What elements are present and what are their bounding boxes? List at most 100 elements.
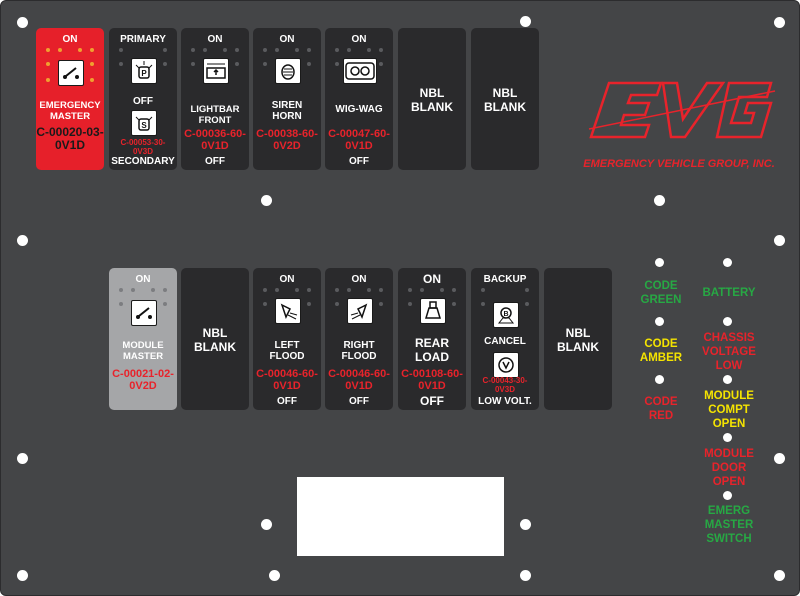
switch-label: LIGHTBAR FRONT <box>190 104 240 126</box>
blank-switch: NBL BLANK <box>398 28 466 170</box>
switch-top-label: ON <box>135 274 151 285</box>
mounting-hole <box>269 570 280 581</box>
led-hole <box>723 258 732 267</box>
lightbar-icon <box>203 58 229 84</box>
switch-label: REAR LOAD <box>414 336 449 364</box>
switch-bottom-label: SECONDARY <box>111 156 175 167</box>
rear-load-switch[interactable]: ON REAR LOAD C-00108-60- 0V1D OFF <box>398 268 466 410</box>
led-hole <box>723 317 732 326</box>
led-dots <box>261 46 313 72</box>
led-hole <box>655 317 664 326</box>
part-code: C-00020-03- 0V1D <box>36 125 104 152</box>
part-code: C-00038-60- 0V2D <box>256 128 318 152</box>
mounting-hole <box>17 235 28 246</box>
right-flood-switch[interactable]: ON RIGHT FLOOD C-00046-60- 0V1D OFF <box>325 268 393 410</box>
mounting-hole <box>261 195 272 206</box>
load-light-icon <box>420 298 446 324</box>
switch-mid-label: CANCEL <box>484 336 526 347</box>
blank-label: NBL BLANK <box>557 326 599 354</box>
switch-top-label: ON <box>351 34 367 45</box>
switch-label: LEFT FLOOD <box>269 340 305 362</box>
indicator-battery: BATTERY <box>702 287 756 299</box>
mounting-hole <box>261 519 272 530</box>
blank-label: NBL BLANK <box>484 86 526 114</box>
switch-label: SIREN HORN <box>271 100 303 122</box>
mounting-hole <box>520 519 531 530</box>
logo-tagline: EMERGENCY VEHICLE GROUP, INC. <box>583 158 775 170</box>
indicator-module-compt-open: MODULE COMPT OPEN <box>704 390 754 430</box>
part-code: C-00036-60- 0V1D <box>184 128 246 152</box>
indicator-code-amber: CODE AMBER <box>639 338 683 364</box>
svg-text:P: P <box>141 69 147 78</box>
siren-icon <box>275 58 301 84</box>
backup-alarm-switch[interactable]: BACKUP B CANCEL C-00043-30- 0V3D LOW VOL… <box>471 268 539 410</box>
switch-top-label: BACKUP <box>483 274 527 285</box>
led-dots <box>189 46 241 72</box>
switch-label: RIGHT FLOOD <box>341 340 377 362</box>
part-code: C-00053-30- 0V3D <box>120 138 166 156</box>
switch-bottom-label: OFF <box>349 156 369 167</box>
mounting-hole <box>17 570 28 581</box>
power-switch-icon <box>58 60 84 86</box>
module-master-switch[interactable]: ON MODULE MASTER C-00021-02- 0V2D <box>109 268 177 410</box>
blank-label: NBL BLANK <box>194 326 236 354</box>
siren-horn-switch[interactable]: ON SIREN HORN C-00038-60- 0V2D <box>253 28 321 170</box>
switch-bottom-label: OFF <box>205 156 225 167</box>
part-code: C-00046-60- 0V1D <box>328 368 390 392</box>
part-code: C-00021-02- 0V2D <box>112 368 174 392</box>
mounting-hole <box>17 17 28 28</box>
power-switch-icon <box>131 300 157 326</box>
wig-wag-icon <box>343 58 377 84</box>
part-code: C-00047-60- 0V1D <box>328 128 390 152</box>
led-dots <box>406 286 458 312</box>
indicator-code-red: CODE RED <box>644 396 678 422</box>
indicator-module-door-open: MODULE DOOR OPEN <box>704 448 754 488</box>
led-hole <box>723 433 732 442</box>
mounting-hole <box>774 235 785 246</box>
indicator-code-green: CODE GREEN <box>640 280 682 306</box>
evg-logo: EMERGENCY VEHICLE GROUP, INC. <box>579 71 779 181</box>
led-hole <box>655 375 664 384</box>
blank-switch: NBL BLANK <box>471 28 539 170</box>
led-dots <box>44 76 96 102</box>
led-dots <box>117 286 169 312</box>
led-dots <box>117 46 169 72</box>
switch-top-label: ON <box>423 272 441 286</box>
switch-label: WIG-WAG <box>335 104 383 115</box>
switch-top-label: ON <box>62 34 78 45</box>
blank-switch: NBL BLANK <box>544 268 612 410</box>
primary-light-icon: P <box>131 58 157 84</box>
mounting-hole <box>774 17 785 28</box>
indicator-chassis-voltage-low: CHASSIS VOLTAGE LOW <box>702 332 756 372</box>
switch-top-label: ON <box>279 34 295 45</box>
switch-top-label: PRIMARY <box>120 34 166 45</box>
led-dots <box>333 286 385 312</box>
switch-label: MODULE MASTER <box>122 340 164 362</box>
svg-text:S: S <box>141 121 147 130</box>
primary-secondary-switch[interactable]: PRIMARY P OFF S C-00053-30- 0V3D SECONDA… <box>109 28 177 170</box>
backup-horn-icon: B <box>493 302 519 328</box>
lightbar-front-switch[interactable]: ON LIGHTBAR FRONT C-00036-60- 0V1D OFF <box>181 28 249 170</box>
switch-bottom-label: OFF <box>349 396 369 407</box>
blank-switch: NBL BLANK <box>181 268 249 410</box>
mounting-hole <box>774 570 785 581</box>
mounting-hole <box>520 570 531 581</box>
blank-label: NBL BLANK <box>411 86 453 114</box>
left-flood-switch[interactable]: ON LEFT FLOOD C-00046-60- 0V1D OFF <box>253 268 321 410</box>
switch-top-label: ON <box>351 274 367 285</box>
wig-wag-switch[interactable]: ON WIG-WAG C-00047-60- 0V1D OFF <box>325 28 393 170</box>
indicator-emerg-master-switch: EMERG MASTER SWITCH <box>704 505 754 545</box>
emergency-master-switch[interactable]: ON EMERGENCY MASTER C-00020-03- 0V1D <box>36 28 104 170</box>
led-hole <box>655 258 664 267</box>
low-volt-icon <box>493 352 519 378</box>
switch-bottom-label: OFF <box>277 396 297 407</box>
mounting-hole <box>520 16 531 27</box>
secondary-light-icon: S <box>131 110 157 136</box>
part-code: C-00046-60- 0V1D <box>256 368 318 392</box>
switch-bottom-label: OFF <box>420 394 444 408</box>
flood-light-icon <box>275 298 301 324</box>
switch-mid-label: OFF <box>133 96 153 107</box>
led-dots <box>44 46 96 72</box>
part-code: C-00043-30- 0V3D <box>482 376 528 394</box>
